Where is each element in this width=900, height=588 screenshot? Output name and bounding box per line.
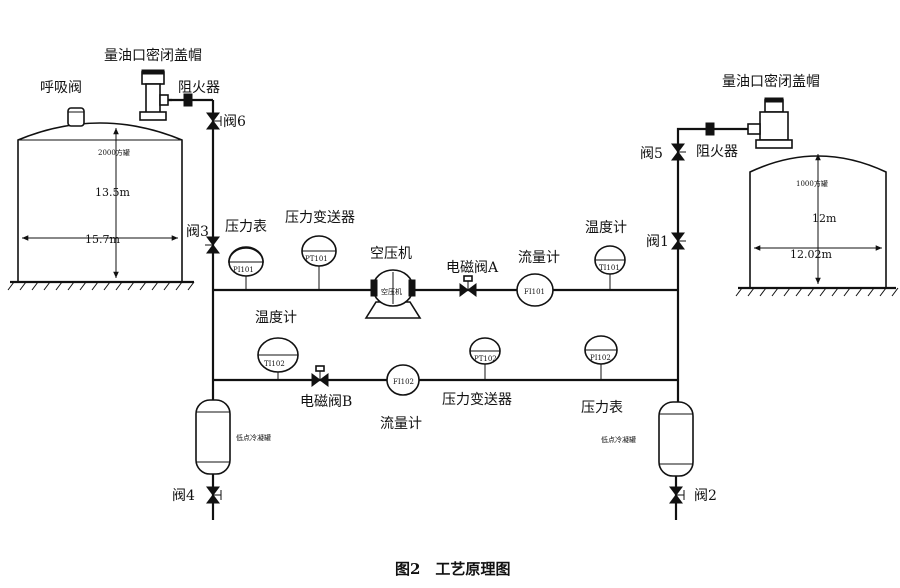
valve-4-label: 阀4: [172, 488, 195, 504]
valve-3[interactable]: 阀3: [186, 224, 220, 254]
pressure-gauge-lower-label: 压力表: [581, 400, 623, 416]
flow-meter-upper: FI101 流量计: [516, 250, 560, 307]
fi102-tag: FI102: [393, 378, 414, 386]
right-gauge-hatch: 量油口密闭盖帽: [722, 73, 820, 149]
left-flame-label: 阻火器: [178, 80, 220, 96]
solenoid-a-label: 电磁阀A: [446, 260, 499, 276]
valve-5[interactable]: 阀5: [640, 143, 686, 162]
flow-meter-lower-label: 流量计: [380, 416, 422, 432]
right-flame-label: 阻火器: [696, 144, 738, 160]
ti101-tag: TI101: [599, 264, 620, 272]
pi102-tag: PI102: [590, 354, 611, 362]
valve-1-label: 阀1: [646, 234, 669, 250]
valve-5-label: 阀5: [640, 146, 663, 162]
right-tank-text: 1000方罐: [796, 179, 828, 188]
solenoid-b-label: 电磁阀B: [300, 394, 352, 410]
figure-caption: 图2 工艺原理图: [395, 560, 510, 578]
right-ground-hatch: [735, 287, 899, 297]
compressor-tag: 空压机: [381, 287, 402, 296]
valve-3-label: 阀3: [186, 224, 209, 240]
valve-2-label: 阀2: [694, 488, 717, 504]
thermometer-lower-label: 温度计: [255, 310, 297, 326]
right-tank: 1000方罐 12m 12.02m: [735, 154, 899, 297]
flow-meter-upper-label: 流量计: [518, 250, 560, 266]
pressure-gauge-upper-label: 压力表: [225, 219, 267, 235]
pressure-gauge-lower: PI102 压力表: [581, 335, 623, 416]
left-flame-arrester: 阻火器: [168, 80, 220, 107]
right-flame-arrester: 阻火器: [676, 122, 748, 160]
left-ground-hatch: [7, 281, 195, 291]
valve-6[interactable]: 阀6: [206, 112, 246, 130]
solenoid-valve-a[interactable]: 电磁阀A: [446, 260, 499, 297]
thermometer-upper-label: 温度计: [585, 220, 627, 236]
ti102-tag: TI102: [264, 360, 285, 368]
left-condensate-vessel: 低点冷凝罐: [195, 399, 271, 475]
left-tank-width: 15.7m: [85, 233, 120, 246]
thermometer-upper: TI101 温度计: [585, 220, 627, 290]
breather-valve: [67, 107, 85, 127]
pi101-tag: PI101: [233, 266, 254, 274]
air-compressor: 空压机 空压机: [364, 246, 422, 319]
pressure-gauge-upper: PI101 压力表: [225, 219, 267, 290]
pressure-transmitter-lower: PT102 压力变送器: [442, 337, 512, 408]
breather-valve-label: 呼吸阀: [40, 80, 82, 96]
valve-2[interactable]: 阀2: [669, 486, 717, 504]
compressor-label: 空压机: [370, 246, 412, 262]
left-tank-height: 13.5m: [95, 186, 130, 199]
right-tank-width: 12.02m: [790, 248, 832, 261]
valve-6-label: 阀6: [223, 114, 246, 130]
pressure-transmitter-upper-label: 压力变送器: [285, 210, 355, 226]
flow-meter-lower: FI102 流量计: [380, 364, 422, 432]
solenoid-valve-b[interactable]: 电磁阀B: [300, 365, 352, 410]
pressure-transmitter-lower-label: 压力变送器: [442, 392, 512, 408]
left-vessel-text: 低点冷凝罐: [236, 433, 271, 442]
right-cap-label: 量油口密闭盖帽: [722, 73, 820, 90]
valve-1[interactable]: 阀1: [646, 232, 686, 250]
pt101-tag: PT101: [305, 255, 328, 263]
fi101-tag: FI101: [524, 288, 545, 296]
thermometer-lower: TI102 温度计: [255, 310, 299, 380]
left-tank: 2000方罐 13.5m 15.7m 呼吸阀: [7, 80, 195, 291]
right-vessel-text: 低点冷凝罐: [601, 435, 636, 444]
valve-4[interactable]: 阀4: [172, 486, 222, 504]
left-tank-text: 2000方罐: [98, 148, 130, 157]
pt102-tag: PT102: [474, 355, 497, 363]
left-cap-label: 量油口密闭盖帽: [104, 47, 202, 64]
right-tank-height: 12m: [812, 212, 837, 225]
left-gauge-hatch: 量油口密闭盖帽: [104, 47, 202, 121]
pressure-transmitter-upper: PT101 压力变送器: [285, 210, 355, 290]
